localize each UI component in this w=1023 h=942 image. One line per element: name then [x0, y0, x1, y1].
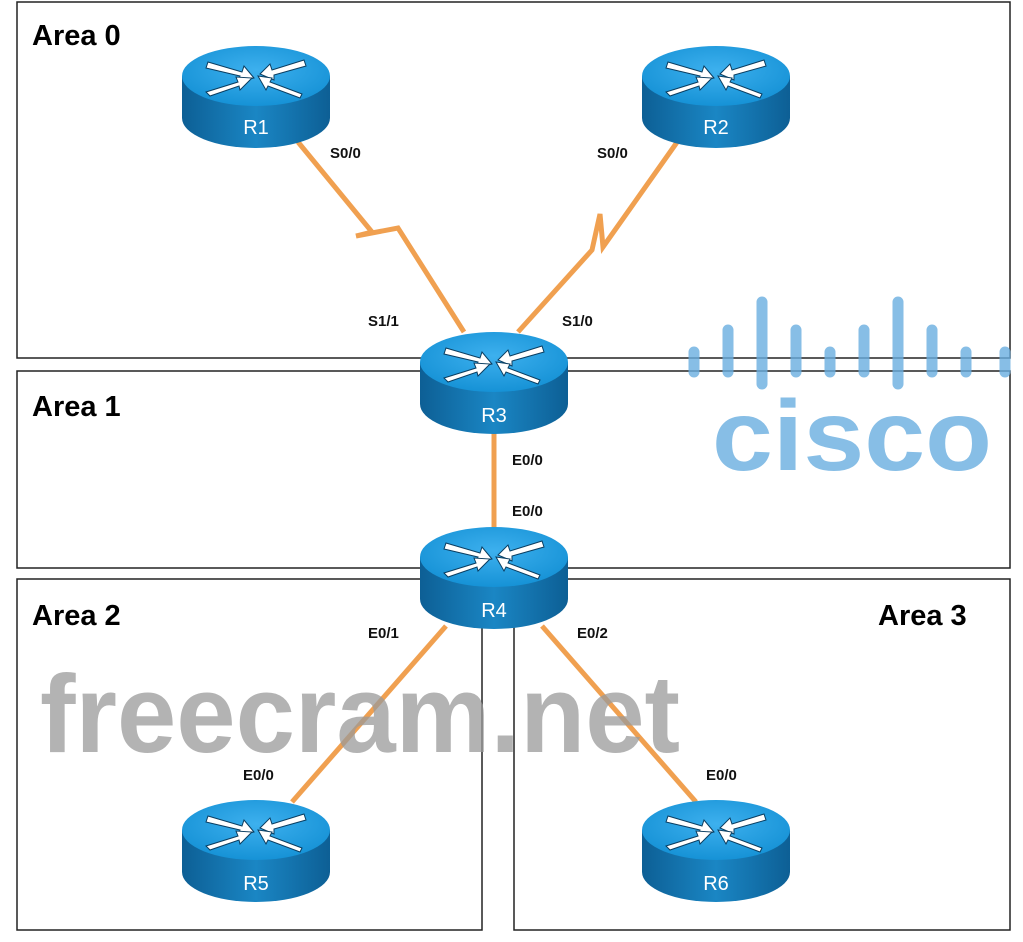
- area-0-box: [16, 1, 1011, 359]
- ethernet-link-r4-r6: [540, 624, 698, 804]
- area-1-label: Area 1: [32, 391, 121, 423]
- router-r2[interactable]: R2: [641, 45, 791, 149]
- router-label: R5: [243, 873, 269, 895]
- area-3-label: Area 3: [878, 600, 967, 632]
- router-r3[interactable]: R3: [419, 331, 569, 435]
- area-2-label: Area 2: [32, 600, 121, 632]
- serial-link-r2-r3: [516, 136, 683, 334]
- r5-e0-0-label: E0/0: [243, 767, 274, 784]
- r3-s1-0-label: S1/0: [562, 313, 593, 330]
- area-0-label: Area 0: [32, 20, 121, 52]
- router-r6[interactable]: R6: [641, 799, 791, 903]
- area-3-box: [513, 578, 1011, 931]
- router-label: R2: [703, 117, 729, 139]
- freecram-watermark: freecram.net: [40, 653, 680, 776]
- cisco-logo-text: cisco: [712, 380, 992, 492]
- r4-e0-1-label: E0/1: [368, 625, 399, 642]
- cisco-logo-watermark: cisco: [688, 296, 1011, 492]
- ethernet-link-r4-r5: [290, 624, 448, 804]
- serial-link-r1-r3: [296, 140, 467, 334]
- r1-s0-0-label: S0/0: [330, 145, 361, 162]
- router-label: R6: [703, 873, 729, 895]
- router-r5[interactable]: R5: [181, 799, 331, 903]
- router-label: R4: [481, 600, 507, 622]
- router-r4[interactable]: R4: [419, 526, 569, 630]
- router-label: R1: [243, 117, 269, 139]
- r3-s1-1-label: S1/1: [368, 313, 399, 330]
- r4-e0-0-label: E0/0: [512, 503, 543, 520]
- r3-e0-0-label: E0/0: [512, 452, 543, 469]
- area-2-box: [16, 578, 483, 931]
- router-r1[interactable]: R1: [181, 45, 331, 149]
- r4-e0-2-label: E0/2: [577, 625, 608, 642]
- router-label: R3: [481, 405, 507, 427]
- r2-s0-0-label: S0/0: [597, 145, 628, 162]
- r6-e0-0-label: E0/0: [706, 767, 737, 784]
